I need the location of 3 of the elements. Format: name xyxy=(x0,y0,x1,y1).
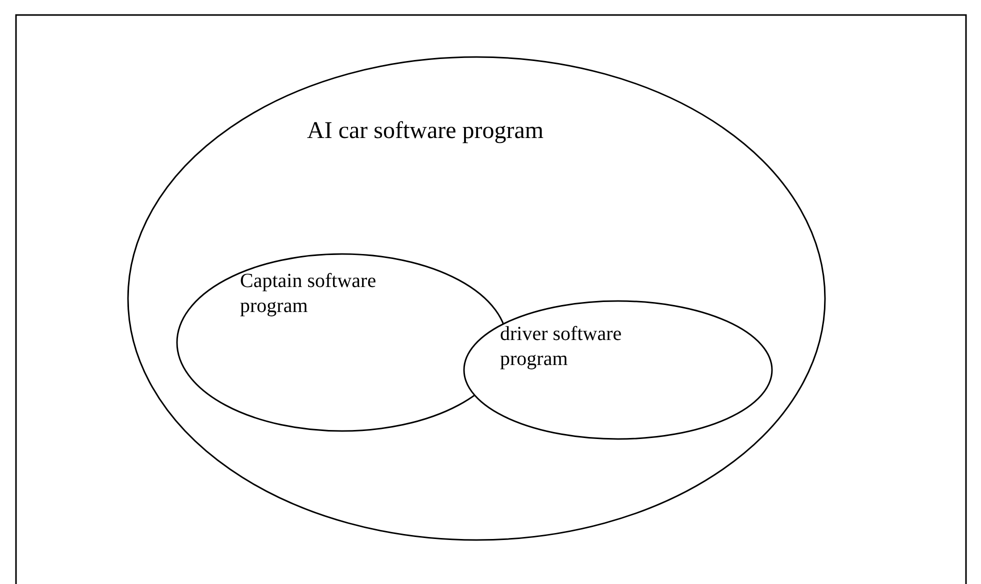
node-label: AI car software program xyxy=(307,117,545,146)
node-label: Captain software program xyxy=(240,269,378,319)
node-label: driver software program xyxy=(500,322,623,372)
